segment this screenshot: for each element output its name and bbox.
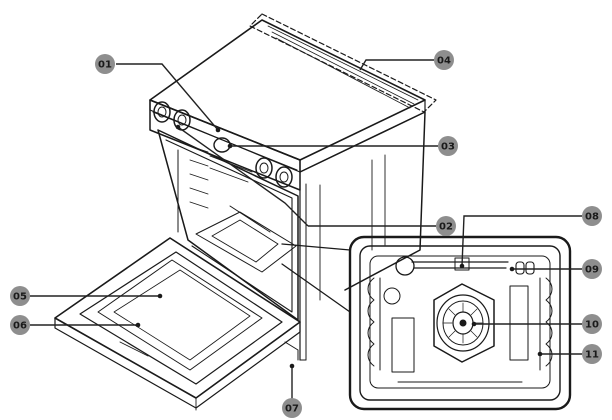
control-knob bbox=[153, 101, 171, 123]
top-heater bbox=[411, 257, 509, 271]
oven-door bbox=[54, 237, 301, 411]
callout-09: 09 bbox=[582, 259, 602, 279]
control-panel bbox=[149, 99, 301, 191]
svg-text:06: 06 bbox=[13, 321, 27, 332]
callout-03: 03 bbox=[438, 136, 458, 156]
callout-11: 11 bbox=[582, 344, 602, 364]
control-knob bbox=[275, 166, 293, 188]
convection-fan bbox=[433, 283, 495, 363]
callout-05: 05 bbox=[10, 286, 30, 306]
rear-vent bbox=[249, 13, 437, 113]
callout-08: 08 bbox=[582, 206, 602, 226]
svg-text:02: 02 bbox=[439, 222, 453, 233]
svg-text:09: 09 bbox=[585, 265, 599, 276]
svg-text:01: 01 bbox=[98, 60, 112, 71]
callout-04: 04 bbox=[434, 50, 454, 70]
zoom-connector bbox=[281, 243, 351, 313]
interior-detail bbox=[348, 235, 572, 411]
callout-07: 07 bbox=[282, 398, 302, 418]
callout-01: 01 bbox=[95, 54, 115, 74]
leader-dots bbox=[135, 124, 543, 369]
svg-text:07: 07 bbox=[285, 404, 299, 415]
svg-text:11: 11 bbox=[585, 350, 599, 361]
leader-lines bbox=[30, 59, 582, 403]
callout-06: 06 bbox=[10, 315, 30, 335]
svg-text:04: 04 bbox=[437, 56, 451, 67]
cooktop bbox=[149, 19, 426, 173]
oven-cavity bbox=[157, 129, 299, 321]
svg-text:03: 03 bbox=[441, 142, 455, 153]
svg-text:08: 08 bbox=[585, 212, 599, 223]
svg-text:10: 10 bbox=[585, 320, 599, 331]
svg-text:05: 05 bbox=[13, 292, 27, 303]
callout-10: 10 bbox=[582, 314, 602, 334]
control-knob bbox=[255, 157, 273, 179]
side-rack bbox=[367, 277, 381, 371]
temperature-sensor bbox=[515, 261, 535, 275]
callout-02: 02 bbox=[436, 216, 456, 236]
oven-lamp bbox=[383, 256, 415, 305]
